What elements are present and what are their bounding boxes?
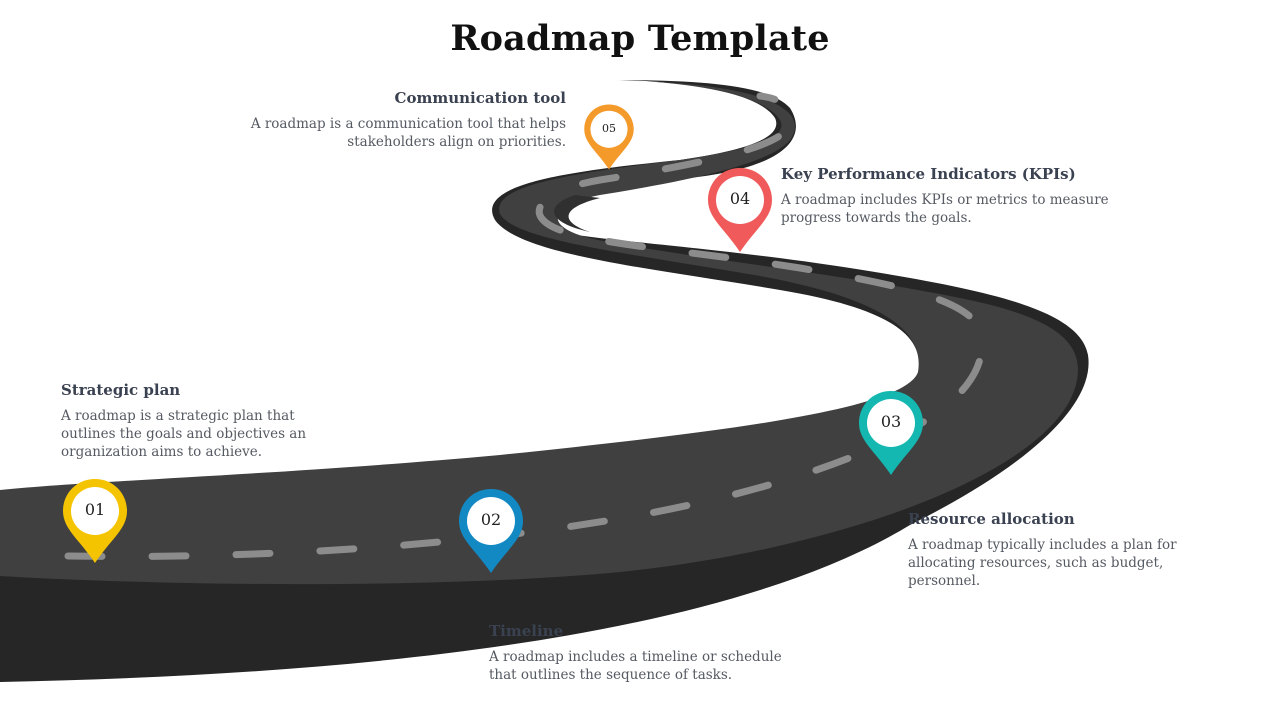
road-surface: [0, 80, 1078, 585]
road-inner-shade: [554, 195, 600, 232]
step-05-text: Communication tool A roadmap is a commun…: [235, 89, 566, 151]
step-04-heading: Key Performance Indicators (KPIs): [781, 165, 1076, 183]
page-title: Roadmap Template: [450, 18, 830, 59]
step-05-pin: 05: [582, 103, 636, 171]
step-04-text: Key Performance Indicators (KPIs) A road…: [781, 165, 1141, 227]
step-02-pin: 02: [457, 487, 525, 575]
step-04-description: A roadmap includes KPIs or metrics to me…: [781, 192, 1109, 226]
step-02-heading: Timeline: [489, 622, 564, 640]
step-01-description: A roadmap is a strategic plan that outli…: [61, 408, 307, 460]
step-05-description: A roadmap is a communication tool that h…: [250, 116, 566, 150]
step-01-number: 01: [84, 500, 106, 519]
location-pin-icon: [459, 489, 523, 573]
location-pin-icon: [584, 104, 634, 170]
step-01-text: Strategic plan A roadmap is a strategic …: [61, 381, 351, 461]
step-02-text: Timeline A roadmap includes a timeline o…: [489, 622, 809, 684]
step-05-heading: Communication tool: [394, 89, 566, 107]
step-03-pin: 03: [857, 389, 925, 477]
step-04-number: 04: [729, 189, 751, 208]
step-04-pin: 04: [706, 166, 774, 254]
location-pin-icon: [859, 391, 923, 475]
step-02-description: A roadmap includes a timeline or schedul…: [489, 649, 782, 683]
step-01-pin: 01: [61, 477, 129, 565]
location-pin-icon: [63, 479, 127, 563]
step-03-text: Resource allocation A roadmap typically …: [908, 510, 1228, 590]
step-02-number: 02: [480, 510, 502, 529]
step-03-heading: Resource allocation: [908, 510, 1075, 528]
step-05-number: 05: [602, 122, 616, 135]
step-03-number: 03: [880, 412, 902, 431]
location-pin-icon: [708, 168, 772, 252]
step-01-heading: Strategic plan: [61, 381, 181, 399]
step-03-description: A roadmap typically includes a plan for …: [908, 537, 1177, 589]
